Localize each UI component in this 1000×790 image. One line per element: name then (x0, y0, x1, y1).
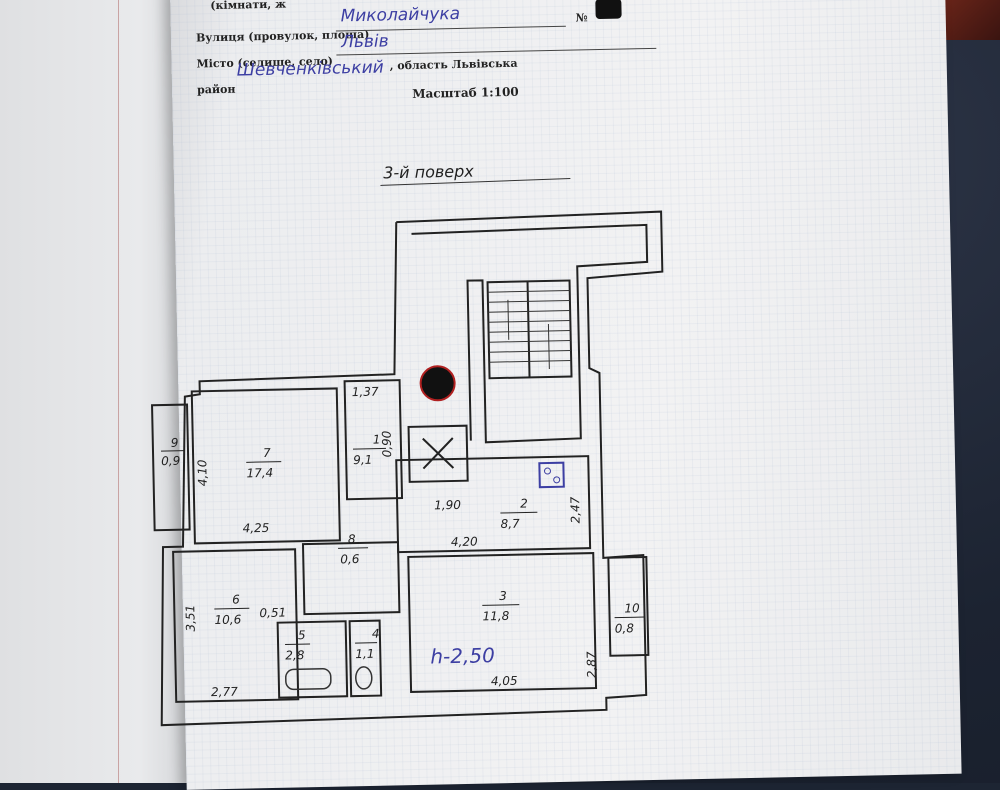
room-9-area: 0,9 (161, 454, 180, 468)
plan-walls (148, 212, 671, 726)
stove-burner-icon (554, 477, 560, 483)
dim-0-51: 0,51 (259, 606, 286, 621)
room-9-number: 9 (171, 436, 179, 450)
room-2-area: 8,7 (500, 517, 520, 531)
room-4-number: 4 (372, 627, 380, 641)
dim-0-90: 0,90 (380, 430, 395, 457)
room-10-number: 10 (624, 601, 640, 615)
dim-1-90: 1,90 (434, 498, 461, 513)
toilet-icon (356, 667, 372, 689)
room-2-number: 2 (520, 496, 528, 510)
room-4-area: 1,1 (355, 647, 374, 661)
room-7-number: 7 (263, 446, 271, 460)
bath-icon (286, 669, 331, 690)
dim-2-87: 2,87 (584, 651, 599, 678)
height-note: h-2,50 (430, 643, 495, 668)
dim-4-10: 4,10 (195, 459, 210, 486)
floor-title: 3-й поверх (383, 161, 474, 182)
dim-4-05: 4,05 (491, 674, 518, 689)
dim-1-37: 1,37 (352, 385, 379, 400)
room-6-number: 6 (232, 592, 240, 606)
room-3-number: 3 (499, 589, 507, 603)
dim-4-20: 4,20 (451, 534, 478, 549)
room-7-area: 17,4 (246, 466, 273, 481)
stove-icon (539, 463, 563, 487)
dim-4-25: 4,25 (242, 521, 269, 536)
dim-3-51: 3,51 (183, 605, 198, 632)
room-6-area: 10,6 (214, 612, 241, 627)
redacted-marker (420, 366, 455, 401)
room-5-number: 5 (298, 628, 306, 642)
room-3-area: 11,8 (482, 609, 509, 624)
stove-burner-icon (544, 468, 550, 474)
room-8-area: 0,6 (340, 552, 360, 566)
room-8-number: 8 (348, 532, 356, 546)
room-10-area: 0,8 (615, 621, 635, 635)
dim-2-47: 2,47 (568, 496, 583, 523)
dim-2-77: 2,77 (211, 685, 238, 700)
room-5-area: 2,8 (285, 648, 305, 662)
room-1-area: 9,1 (353, 453, 372, 467)
